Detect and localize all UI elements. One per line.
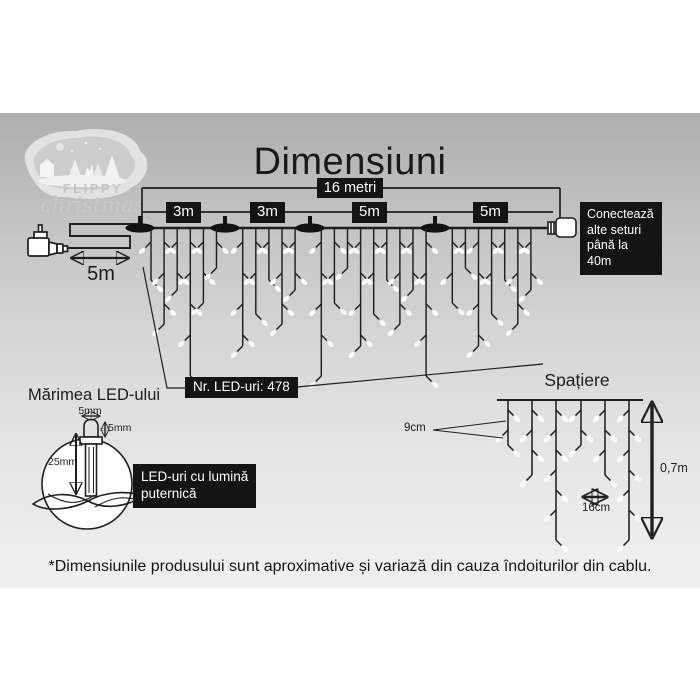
curtain-height-label: 0,7m — [660, 461, 688, 475]
segment-label-2: 3m — [250, 202, 285, 223]
led-note-line: LED-uri cu lumină — [141, 469, 249, 484]
led-gap-label: 9cm — [404, 422, 426, 434]
led-size-arrows — [76, 416, 105, 493]
power-plug-icon — [27, 224, 69, 257]
end-connector-icon — [547, 217, 577, 238]
gray-backdrop: FLIPPY christmas Dimensiuni — [0, 113, 700, 588]
connect-note-line: Conectează — [587, 207, 654, 221]
spacing-heading: Spațiere — [544, 370, 610, 390]
segment-label-3: 5m — [352, 202, 387, 223]
led-note-line: puternică — [141, 485, 197, 501]
connect-note-line: până la 40m — [587, 238, 629, 268]
dimension-line-art — [27, 187, 700, 553]
footnote: *Dimensiunile produsului sunt aproximati… — [48, 558, 652, 575]
page-title: Dimensiuni — [253, 141, 447, 183]
drop-gap-label: 16cm — [581, 502, 611, 514]
total-length-label: 16 metri — [317, 178, 383, 198]
led-length-label: 25mm — [48, 456, 78, 468]
led-size-heading: Mărimea LED-ului — [28, 386, 161, 404]
spacing-9cm-pointers — [432, 420, 507, 439]
spacing-drops — [495, 400, 642, 553]
string-clips — [125, 216, 450, 233]
led-count-label: Nr. LED-uri: 478 — [185, 377, 298, 398]
led-height-label: 5mm — [108, 422, 132, 434]
led-width-label: 5mm — [78, 405, 102, 417]
led-size-figure — [31, 418, 145, 530]
logo-text-christmas: christmas — [40, 193, 145, 217]
main-string-drops — [139, 228, 543, 388]
segment-label-1: 3m — [166, 202, 201, 223]
connect-note-line: alte seturi — [587, 222, 642, 237]
lead-length-label: 5m — [87, 263, 115, 285]
logo-text-flippy: FLIPPY — [62, 181, 124, 196]
connect-note-box: Conectează alte seturi până la 40m — [580, 202, 662, 275]
led-count-pointers — [142, 266, 544, 390]
flippy-christmas-logo — [24, 129, 148, 199]
led-note-box: LED-uri cu lumină puternică — [133, 464, 257, 508]
segment-label-4: 5m — [473, 202, 508, 223]
